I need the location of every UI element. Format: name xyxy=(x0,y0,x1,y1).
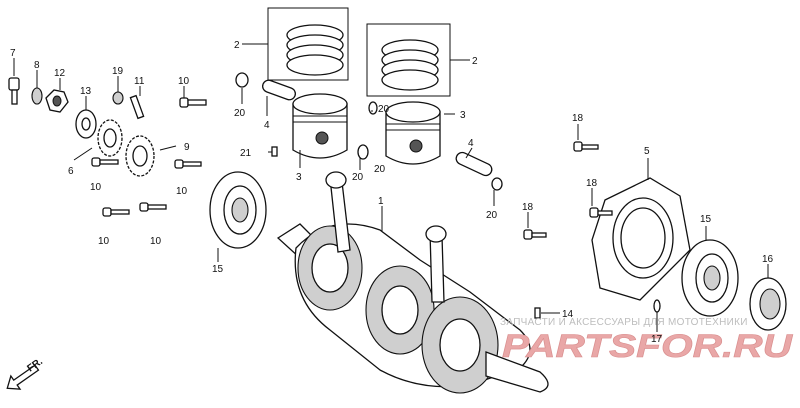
spring-washer-8 xyxy=(31,87,43,105)
clips-20 xyxy=(235,72,503,191)
callout-3-left: 3 xyxy=(296,172,302,183)
callout-8: 8 xyxy=(34,60,40,71)
callout-10-lower-right: 10 xyxy=(150,236,162,247)
washer-13 xyxy=(75,109,97,139)
callout-18-mid: 18 xyxy=(586,178,598,189)
callout-12: 12 xyxy=(54,68,66,79)
piston-rings-2-left xyxy=(267,7,349,81)
callout-13: 13 xyxy=(80,86,92,97)
piston-pin-4-left xyxy=(262,79,296,101)
callout-14: 14 xyxy=(562,309,574,320)
callout-17: 17 xyxy=(651,334,663,345)
key-14 xyxy=(534,307,541,319)
callout-18-top: 18 xyxy=(572,113,584,124)
callout-20-d: 20 xyxy=(486,210,498,221)
callout-20-e: 20 xyxy=(374,164,386,175)
callout-20-a: 20 xyxy=(234,108,246,119)
callout-4-left: 4 xyxy=(264,120,270,131)
bolt-7 xyxy=(8,77,20,105)
callout-labels: 7 8 12 13 19 11 10 2 2 20 20 4 3 3 20 4 … xyxy=(10,40,774,345)
bolt-18-mid xyxy=(589,207,613,218)
oil-seal-16 xyxy=(749,277,787,331)
piston-3-left xyxy=(292,93,348,159)
callout-6: 6 xyxy=(68,166,74,177)
crankshaft-1 xyxy=(276,171,549,394)
bolt-10-top xyxy=(179,97,207,108)
nut-12 xyxy=(45,89,69,113)
front-direction-arrow xyxy=(6,364,40,390)
piston-rings-2-right xyxy=(366,23,451,97)
callout-19: 19 xyxy=(112,66,124,77)
callout-4-right: 4 xyxy=(468,138,474,149)
callout-10-right: 10 xyxy=(176,186,188,197)
gear-9 xyxy=(125,135,155,177)
washer-17 xyxy=(653,299,661,313)
watermark-text: ЗАПЧАСТИ И АКСЕССУАРЫ ДЛЯ МОТОТЕХНИКИ xyxy=(500,317,748,328)
callout-11: 11 xyxy=(134,76,145,87)
collar-19 xyxy=(112,91,124,105)
callout-10-top: 10 xyxy=(178,76,190,87)
callout-2-left: 2 xyxy=(234,40,240,51)
piston-3-right xyxy=(385,101,441,165)
callout-9: 9 xyxy=(184,142,190,153)
bolt-18-left xyxy=(523,229,547,240)
callout-1: 1 xyxy=(378,196,384,207)
leader-lines xyxy=(13,43,769,332)
callout-7: 7 xyxy=(10,48,16,59)
dowel-21 xyxy=(271,146,278,157)
pin-11 xyxy=(129,94,145,120)
bolt-18-top xyxy=(573,141,599,152)
bolt-10-lower-right xyxy=(139,202,167,212)
watermark-logo: PARTSFOR.RU xyxy=(502,328,793,364)
callout-5: 5 xyxy=(644,146,650,157)
callout-2-right: 2 xyxy=(472,56,478,67)
callout-18-left: 18 xyxy=(522,202,534,213)
callout-20-b: 20 xyxy=(378,104,390,115)
callout-3-right: 3 xyxy=(460,110,466,121)
callout-15-left: 15 xyxy=(212,264,224,275)
callout-16: 16 xyxy=(762,254,774,265)
bearing-15-left xyxy=(209,171,267,249)
bearing-holder-5 xyxy=(591,177,691,301)
callout-20-c: 20 xyxy=(352,172,364,183)
piston-pin-4-right xyxy=(455,151,493,177)
callout-10-lower-left: 10 xyxy=(98,236,110,247)
callout-15-right: 15 xyxy=(700,214,712,225)
callout-21: 21 xyxy=(240,148,252,159)
callout-10-mid: 10 xyxy=(90,182,102,193)
bolt-10-lower-left xyxy=(102,207,130,217)
bolt-10-mid xyxy=(91,157,119,167)
bolt-10-right xyxy=(174,159,202,169)
gear-6 xyxy=(97,119,123,157)
bearing-15-right xyxy=(681,239,739,317)
